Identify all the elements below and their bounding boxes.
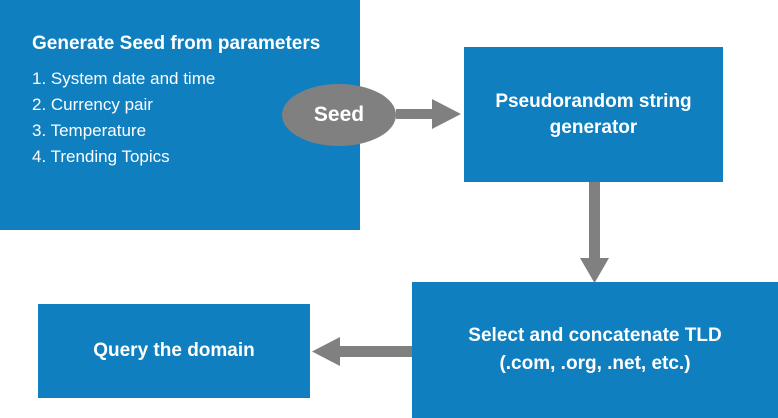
seed-parameter-item: 2. Currency pair xyxy=(32,95,153,114)
seed-label: Seed xyxy=(313,103,365,126)
tld-title: Select and concatenate TLD xyxy=(468,325,722,346)
query-domain-box: Query the domain xyxy=(38,304,310,398)
seed-parameter-item: 3. Temperature xyxy=(32,121,147,140)
tld-box: Select and concatenate TLD (.com, .org, … xyxy=(412,282,778,418)
seed-ellipse: Seed xyxy=(282,84,396,146)
arrow-tld-to-query xyxy=(312,337,412,366)
query-domain-label: Query the domain xyxy=(93,340,255,361)
seed-parameters-title: Generate Seed from parameters xyxy=(32,33,321,54)
tld-examples: (.com, .org, .net, etc.) xyxy=(499,353,691,374)
arrow-seed-to-prng xyxy=(396,99,461,129)
seed-parameter-item: 4. Trending Topics xyxy=(32,147,170,166)
prng-box: Pseudorandom string generator xyxy=(464,47,723,182)
seed-parameters-list: 1. System date and time 2. Currency pair… xyxy=(32,66,340,170)
prng-label: Pseudorandom string generator xyxy=(495,90,692,138)
seed-parameter-item: 1. System date and time xyxy=(32,69,216,88)
arrow-prng-to-tld xyxy=(580,182,609,283)
